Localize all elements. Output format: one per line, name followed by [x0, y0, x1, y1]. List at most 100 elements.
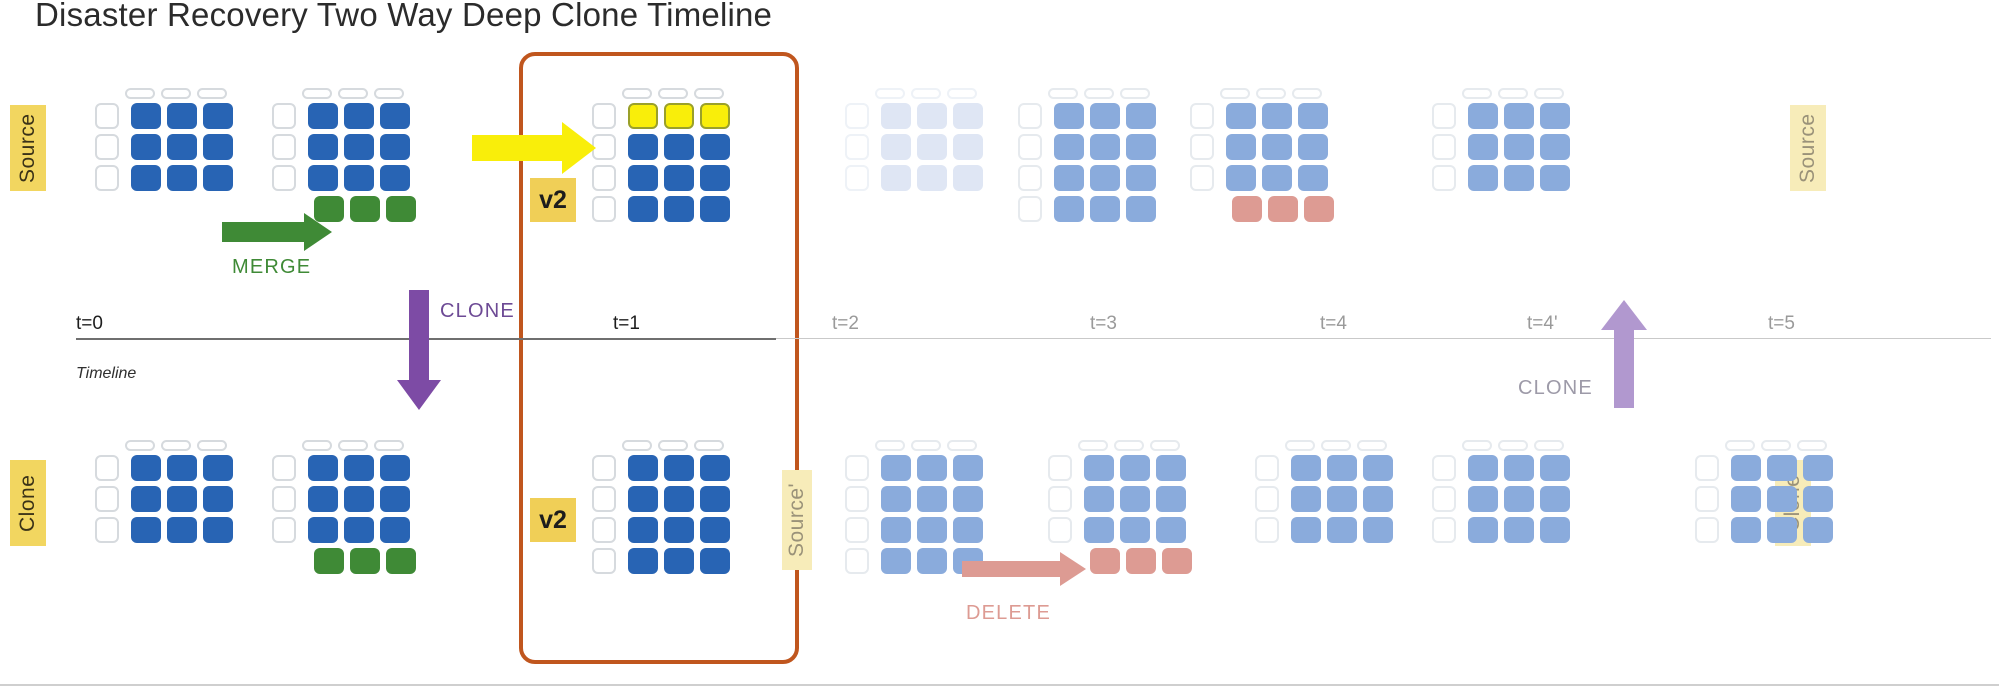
- table-header-pill: [1120, 88, 1150, 99]
- table-glyph-clone-merged: [272, 440, 416, 579]
- table-cell: [1540, 134, 1570, 160]
- table-cell: [1468, 486, 1498, 512]
- table-row: [1190, 165, 1334, 191]
- timeline-tick-t3: t=3: [1090, 313, 1117, 334]
- table-row-index-cell: [1432, 103, 1456, 129]
- table-header-pills: [125, 88, 233, 99]
- badge-source-v2: v2: [530, 178, 576, 222]
- table-row-index-cell: [1255, 455, 1279, 481]
- table-header-pills: [622, 88, 730, 99]
- table-row-index-cell: [845, 486, 869, 512]
- table-header-pill: [1498, 88, 1528, 99]
- table-cell: [1226, 134, 1256, 160]
- timeline-tick-t1: t=1: [613, 313, 640, 334]
- table-cell: [628, 486, 658, 512]
- table-cell: [881, 134, 911, 160]
- table-row: [1432, 134, 1570, 160]
- table-header-pill: [125, 88, 155, 99]
- table-cell: [344, 165, 374, 191]
- table-cell: [167, 455, 197, 481]
- table-cell: [167, 103, 197, 129]
- merge-arrow-label: MERGE: [232, 256, 312, 278]
- table-row: [845, 455, 983, 481]
- table-cell: [350, 196, 380, 222]
- table-row-index-cell: [592, 196, 616, 222]
- table-cell: [308, 486, 338, 512]
- table-header-pill: [302, 88, 332, 99]
- table-glyph-source-t5: [1432, 88, 1570, 196]
- update-arrow-shaft: [472, 135, 564, 161]
- table-row-index-cell: [845, 455, 869, 481]
- table-cell: [1504, 103, 1534, 129]
- lane-label-source-prime: Source': [782, 470, 812, 570]
- table-row-index-cell: [272, 517, 296, 543]
- table-cell: [1126, 548, 1156, 574]
- table-cell: [1540, 103, 1570, 129]
- clone-down-arrow-head: [397, 380, 441, 410]
- delete-arrow-head: [1060, 552, 1086, 586]
- table-cell: [628, 165, 658, 191]
- table-cell: [1540, 486, 1570, 512]
- clone-down-arrow-label: CLONE: [440, 300, 515, 322]
- table-cell: [1298, 165, 1328, 191]
- table-header-pills: [302, 440, 416, 451]
- table-cell: [1468, 165, 1498, 191]
- table-row-index-cell: [272, 548, 302, 574]
- table-row-index-cell: [845, 134, 869, 160]
- table-row: [1432, 103, 1570, 129]
- table-cell: [664, 517, 694, 543]
- table-cell: [881, 165, 911, 191]
- clone-up-arrow-label: CLONE: [1518, 377, 1593, 399]
- table-cell: [664, 103, 694, 129]
- table-row: [592, 196, 730, 222]
- table-header-pill: [1048, 88, 1078, 99]
- table-cell: [700, 455, 730, 481]
- table-cell: [881, 103, 911, 129]
- delete-arrow-label: DELETE: [966, 602, 1052, 624]
- table-cell: [1090, 548, 1120, 574]
- table-row: [95, 455, 233, 481]
- table-cell: [1504, 455, 1534, 481]
- table-cell: [1803, 517, 1833, 543]
- table-row: [272, 165, 416, 191]
- table-cell: [1054, 134, 1084, 160]
- table-header-pills: [1462, 88, 1570, 99]
- table-cell: [344, 517, 374, 543]
- table-row-index-cell: [1255, 517, 1279, 543]
- table-glyph-clone-t2: [845, 440, 983, 579]
- table-header-pill: [658, 440, 688, 451]
- table-cell: [380, 517, 410, 543]
- table-header-pill: [1462, 88, 1492, 99]
- table-cell: [1291, 517, 1321, 543]
- table-header-pills: [1220, 88, 1334, 99]
- table-cell: [1156, 517, 1186, 543]
- table-row: [1018, 196, 1156, 222]
- table-row: [1018, 165, 1156, 191]
- table-cell: [1327, 486, 1357, 512]
- table-cell: [953, 486, 983, 512]
- table-cell: [1767, 455, 1797, 481]
- table-cell: [308, 103, 338, 129]
- table-row-index-cell: [95, 165, 119, 191]
- lane-label-clone: Clone: [10, 460, 46, 546]
- delete-arrow-shaft: [962, 561, 1062, 577]
- table-cell: [1126, 196, 1156, 222]
- table-glyph-source-merged: [272, 88, 416, 227]
- table-row-index-cell: [1018, 196, 1042, 222]
- table-row: [845, 548, 983, 574]
- table-header-pill: [1498, 440, 1528, 451]
- table-row: [592, 103, 730, 129]
- table-cell: [628, 517, 658, 543]
- table-row-index-cell: [592, 165, 616, 191]
- table-cell: [1540, 517, 1570, 543]
- table-glyph-clone-t3: [1048, 440, 1192, 579]
- table-header-pill: [125, 440, 155, 451]
- table-header-pill: [622, 88, 652, 99]
- table-cell: [664, 486, 694, 512]
- table-row: [1432, 455, 1570, 481]
- timeline-tick-t0: t=0: [76, 313, 103, 334]
- table-cell: [881, 455, 911, 481]
- update-arrow: [472, 122, 596, 174]
- clone-down-arrow: [396, 290, 442, 410]
- table-cell: [203, 455, 233, 481]
